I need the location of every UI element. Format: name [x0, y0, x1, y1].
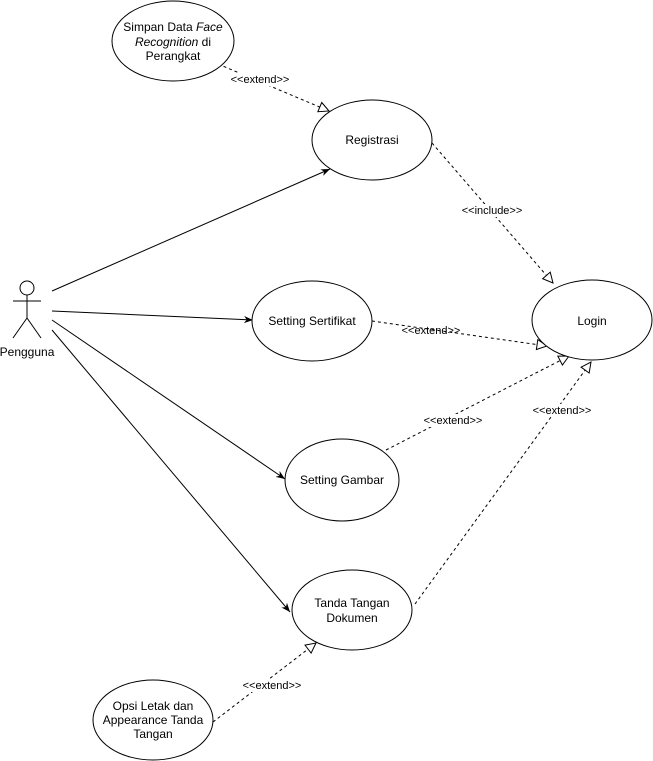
label-registrasi-login: <<include>>	[462, 205, 523, 217]
use-case-login-label: Login	[577, 314, 606, 328]
label-opsi-tanda-tangan: <<extend>>	[243, 680, 302, 692]
association-setting-sertifikat	[51, 310, 254, 324]
label-gambar-login: <<extend>>	[424, 415, 483, 427]
label-tanda-tangan-login: <<extend>>	[533, 405, 592, 417]
label-simpan-registrasi: <<extend>>	[231, 74, 290, 86]
use-case-opsi-letak-line3: Tangan	[133, 727, 172, 741]
label-sertifikat-login: <<extend>>	[402, 325, 461, 337]
association-registrasi	[51, 168, 331, 292]
edge-gambar-login	[385, 356, 569, 451]
edge-simpan-registrasi	[217, 63, 329, 111]
use-case-tanda-tangan-dokumen[interactable]: Tanda Tangan Dokumen	[291, 569, 413, 651]
use-case-registrasi-label: Registrasi	[345, 133, 398, 147]
use-case-setting-sertifikat-label: Setting Sertifikat	[268, 314, 356, 328]
use-case-tanda-tangan-line1: Tanda Tangan	[314, 596, 389, 610]
edge-tanda-tangan-login	[414, 362, 591, 605]
association-setting-gambar	[51, 319, 286, 480]
use-case-simpan-data-line1: Simpan Data Face	[123, 20, 223, 34]
use-case-registrasi[interactable]: Registrasi	[311, 99, 433, 181]
actor-pengguna[interactable]: Pengguna	[0, 280, 55, 359]
association-tanda-tangan	[51, 329, 291, 613]
use-case-login[interactable]: Login	[531, 279, 653, 361]
actor-label: Pengguna	[0, 345, 55, 359]
use-case-simpan-data-line3: Perangkat	[146, 49, 201, 63]
use-case-setting-sertifikat[interactable]: Setting Sertifikat	[251, 280, 373, 362]
use-case-setting-gambar-label: Setting Gambar	[300, 473, 384, 487]
use-case-opsi-letak-line2: Appearance Tanda	[103, 713, 204, 727]
use-case-simpan-data-line2: Recognition di	[135, 35, 211, 49]
edge-opsi-tanda-tangan	[212, 643, 316, 723]
stick-figure-icon	[12, 280, 42, 339]
use-case-simpan-data[interactable]: Simpan Data Face Recognition di Perangka…	[111, 0, 235, 82]
use-case-tanda-tangan-line2: Dokumen	[326, 611, 377, 625]
associations	[51, 168, 331, 613]
use-case-opsi-letak-line1: Opsi Letak dan	[113, 699, 194, 713]
use-case-opsi-letak[interactable]: Opsi Letak dan Appearance Tanda Tangan	[92, 679, 214, 761]
edge-labels: <<extend>> <<include>> <<extend>> <<exte…	[228, 73, 596, 692]
use-case-setting-gambar[interactable]: Setting Gambar	[284, 438, 400, 522]
